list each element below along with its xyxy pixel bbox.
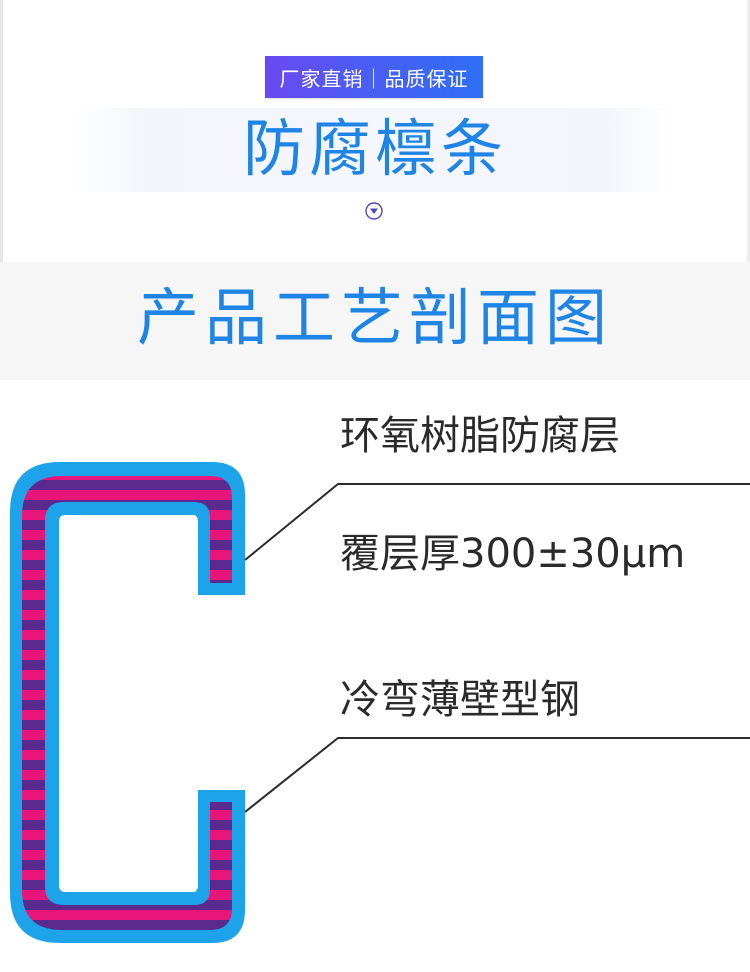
label-cold-formed-steel: 冷弯薄壁型钢 [340, 677, 580, 723]
header: 厂家直销｜品质保证 防腐檩条 [0, 0, 750, 262]
chevron-down-circle-icon[interactable] [365, 202, 383, 220]
section-title: 产品工艺剖面图 [136, 281, 613, 354]
title-band [75, 108, 675, 192]
badge-text: 厂家直销｜品质保证 [279, 66, 469, 91]
header-edge-right [747, 0, 750, 262]
label-epoxy-coating: 环氧树脂防腐层 [340, 413, 620, 459]
badge: 厂家直销｜品质保证 [265, 56, 483, 98]
header-edge-left [0, 0, 3, 262]
page-title: 防腐檩条 [242, 112, 507, 185]
label-coating-thickness: 覆层厚300±30μm [340, 531, 686, 577]
section-band [0, 262, 750, 380]
